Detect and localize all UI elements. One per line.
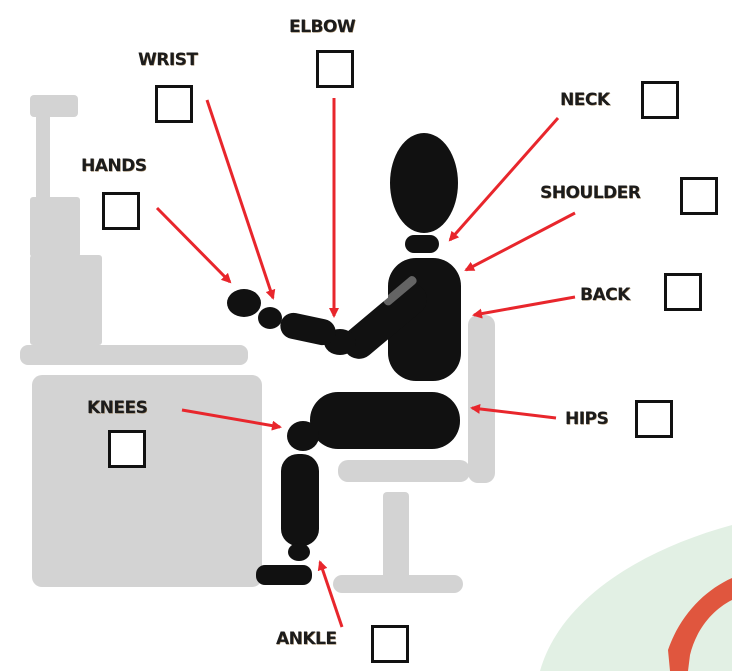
figure-wrist (258, 307, 282, 329)
arrow-neck (450, 118, 558, 240)
checkbox-elbow[interactable] (316, 50, 354, 88)
figure-neck (405, 235, 439, 253)
chair-base (333, 575, 463, 593)
figure-ankle (288, 543, 310, 561)
monitor-stem (36, 117, 50, 197)
label-shoulder: SHOULDER (540, 183, 640, 203)
label-hips: HIPS (565, 409, 608, 429)
label-elbow: ELBOW (289, 17, 355, 37)
label-knees: KNEES (87, 398, 147, 418)
monitor-top (30, 95, 78, 117)
desk-top (20, 345, 248, 365)
checkbox-hips[interactable] (635, 400, 673, 438)
checkbox-back[interactable] (664, 273, 702, 311)
figure-shin (281, 454, 319, 546)
seated-figure (227, 133, 461, 585)
label-wrist: WRIST (138, 50, 198, 70)
arrow-hands (157, 208, 230, 282)
checkbox-hands[interactable] (102, 192, 140, 230)
figure-thigh (310, 392, 460, 449)
label-hands: HANDS (81, 156, 146, 176)
figure-foot (256, 565, 312, 585)
checkbox-neck[interactable] (641, 81, 679, 119)
checkbox-knees[interactable] (108, 430, 146, 468)
checkbox-wrist[interactable] (155, 85, 193, 123)
figure-hand (227, 289, 261, 317)
figure-head (390, 133, 458, 233)
chair-backrest (468, 315, 495, 483)
checkbox-ankle[interactable] (371, 625, 409, 663)
figure-knee (287, 421, 319, 451)
checkbox-shoulder[interactable] (680, 177, 718, 215)
chair-seat (338, 460, 470, 482)
chair-post (383, 492, 409, 582)
monitor-upper (30, 197, 80, 257)
arrow-ankle (320, 562, 342, 627)
figure-forearm (278, 310, 338, 347)
monitor-base (30, 255, 102, 345)
arrow-back (474, 297, 575, 315)
arrow-shoulder (466, 213, 575, 270)
label-back: BACK (580, 285, 630, 305)
label-neck: NECK (560, 90, 610, 110)
label-ankle: ANKLE (276, 629, 337, 649)
